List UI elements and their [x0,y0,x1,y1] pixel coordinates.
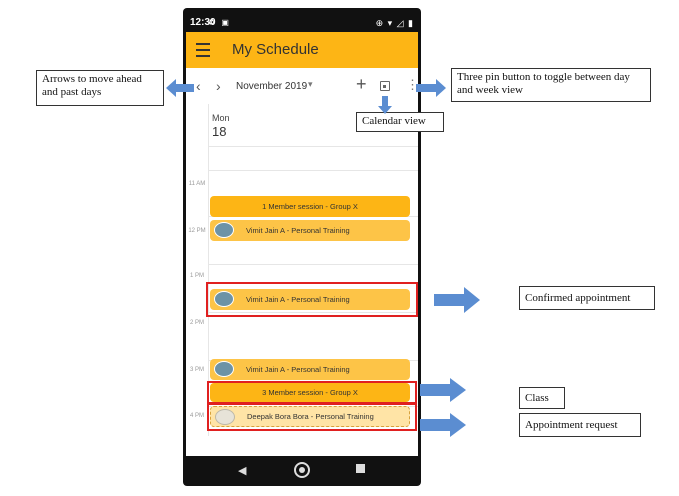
appointment-request-event[interactable]: Deepak Bora Bora - Personal Training [210,406,410,427]
grid-line [208,146,418,147]
home-icon[interactable] [294,462,310,478]
status-notification-icons: ♻ ▣ [208,18,231,27]
time-label: 12 PM [188,228,206,234]
grid-line [208,264,418,265]
avatar [214,291,234,307]
plus-icon[interactable]: + [356,74,367,94]
weekday-label: Mon [212,113,230,123]
app-title: My Schedule [232,41,319,58]
avatar [214,361,234,377]
day-number: 18 [212,124,227,139]
chevron-down-icon[interactable]: ▾ [308,79,313,89]
chevron-left-icon[interactable]: ‹ [196,78,201,94]
arrow-right-annotation-icon [434,287,480,313]
time-label: 1 PM [189,273,204,279]
status-bar: 12:30 ♻ ▣ ⊕ ▾ ◿ ▮ [186,14,418,32]
time-label: 2 PM [189,320,204,326]
appointment-event[interactable]: Vimit Jain A - Personal Training [210,359,410,380]
grid-line [208,312,418,313]
system-nav-bar: ◀ [186,456,418,484]
back-icon[interactable]: ◀ [238,465,247,477]
callout-calendar-view: Calendar view [356,112,444,132]
arrow-right-annotation-icon [420,413,466,437]
grid-line [208,170,418,171]
appointment-event[interactable]: Vimit Jain A - Personal Training [210,220,410,241]
month-selector[interactable]: November 2019 [236,81,308,92]
app-bar: My Schedule [186,32,418,68]
event-title: Vimit Jain A - Personal Training [246,295,350,304]
pending-avatar [215,409,235,425]
day-header: Mon 18 [186,102,418,146]
status-time: 12:30 [190,17,216,28]
time-label: 4 PM [189,413,204,419]
callout-arrows: Arrows to move ahead and past days [36,70,164,106]
status-system-icons: ⊕ ▾ ◿ ▮ [375,18,414,28]
more-vert-icon[interactable]: ⋮ [406,77,419,92]
recents-icon[interactable] [356,464,365,473]
time-label: 3 PM [189,367,204,373]
class-event[interactable]: 3 Member session - Group X [210,383,410,402]
highlight-request [207,403,417,431]
event-title: Deepak Bora Bora - Personal Training [247,412,374,421]
event-title: Vimit Jain A - Personal Training [246,365,350,374]
arrow-right-annotation-icon [420,378,466,402]
callout-confirmed: Confirmed appointment [519,286,655,310]
appointment-event[interactable]: Vimit Jain A - Personal Training [210,289,410,310]
event-title: 3 Member session - Group X [262,388,358,397]
arrow-down-annotation-icon [378,96,392,114]
hamburger-menu-icon[interactable] [196,43,210,57]
arrow-right-annotation-icon [416,79,446,97]
callout-request: Appointment request [519,413,641,437]
event-title: Vimit Jain A - Personal Training [246,226,350,235]
chevron-right-icon[interactable]: › [216,78,221,94]
callout-class: Class [519,387,565,409]
highlight-class [207,381,417,404]
calendar-toolbar: ‹ › November 2019 ▾ + ⋮ [186,72,419,102]
time-gutter-divider [208,104,209,436]
arrow-left-annotation-icon [166,79,194,97]
event-title: 1 Member session - Group X [262,202,358,211]
avatar [214,222,234,238]
time-label: 11 AM [188,181,206,187]
highlight-confirmed [206,282,418,317]
calendar-icon[interactable] [380,81,390,91]
callout-three-pin: Three pin button to toggle between day a… [451,68,651,102]
class-event[interactable]: 1 Member session - Group X [210,196,410,217]
